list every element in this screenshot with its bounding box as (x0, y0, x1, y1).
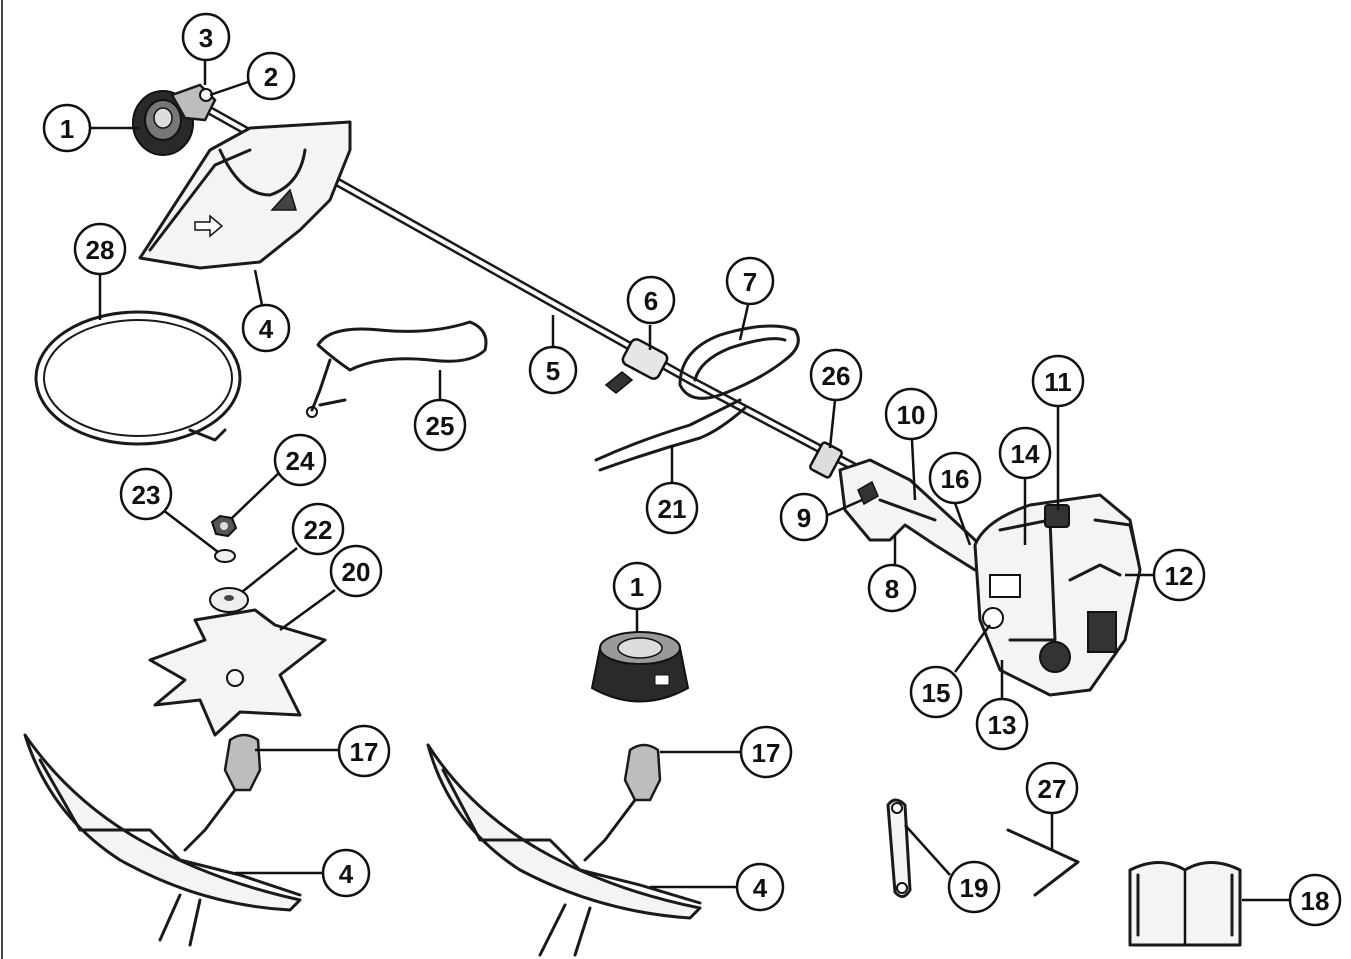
svg-text:4: 4 (339, 859, 354, 889)
svg-text:22: 22 (304, 515, 333, 545)
svg-text:24: 24 (286, 446, 315, 476)
callout-5: 5 (528, 345, 578, 395)
svg-text:14: 14 (1011, 439, 1040, 469)
svg-text:19: 19 (960, 873, 989, 903)
guard-assembly-center (426, 743, 702, 957)
loop-handle (594, 324, 800, 472)
svg-text:27: 27 (1038, 774, 1067, 804)
callout-8: 8 (867, 563, 917, 613)
svg-text:17: 17 (350, 737, 379, 767)
svg-text:2: 2 (264, 62, 278, 92)
callout-23: 23 (119, 467, 173, 521)
spanner-wrench (886, 798, 912, 898)
callout-4-top: 4 (241, 303, 291, 353)
hex-key (1006, 828, 1080, 897)
callout-26: 26 (809, 348, 863, 402)
washer (214, 549, 236, 563)
callout-17-left: 17 (337, 724, 391, 778)
callout-28: 28 (73, 222, 127, 276)
svg-text:7: 7 (743, 267, 757, 297)
callout-13: 13 (975, 697, 1029, 751)
svg-text:11: 11 (1044, 367, 1072, 397)
svg-text:10: 10 (897, 400, 926, 430)
svg-text:21: 21 (658, 494, 687, 524)
svg-text:6: 6 (644, 286, 658, 316)
nut (210, 514, 238, 538)
callout-19: 19 (947, 860, 1001, 914)
handle-clamp (604, 338, 669, 394)
trimmer-head-spare (590, 631, 690, 703)
leader-lines (90, 60, 1292, 902)
guard-ring (34, 310, 242, 446)
svg-text:1: 1 (630, 572, 644, 602)
callout-4-left: 4 (321, 848, 371, 898)
manual-book (1128, 861, 1242, 947)
svg-text:17: 17 (752, 738, 781, 768)
engine (973, 493, 1142, 697)
guard-top (138, 120, 352, 270)
svg-text:20: 20 (342, 557, 371, 587)
svg-text:13: 13 (988, 710, 1017, 740)
svg-text:12: 12 (1165, 561, 1194, 591)
guard-assembly-left (23, 733, 302, 947)
callout-3: 3 (181, 12, 231, 62)
callout-6: 6 (626, 275, 676, 325)
callout-24: 24 (273, 433, 327, 487)
svg-text:18: 18 (1301, 886, 1330, 916)
callout-17-center: 17 (739, 725, 793, 779)
callout-12: 12 (1152, 548, 1206, 602)
callout-4-center: 4 (735, 862, 785, 912)
svg-text:25: 25 (426, 411, 455, 441)
drive-shaft (195, 100, 865, 475)
shoulder-strap (306, 320, 488, 418)
callout-1-center: 1 (612, 561, 662, 611)
svg-text:23: 23 (132, 480, 161, 510)
svg-text:5: 5 (546, 356, 560, 386)
svg-text:4: 4 (753, 873, 768, 903)
callout-2: 2 (246, 51, 296, 101)
callout-14: 14 (998, 426, 1052, 480)
callout-11: 11 (1031, 354, 1085, 408)
callout-16: 16 (928, 451, 982, 505)
svg-text:9: 9 (797, 503, 811, 533)
svg-text:16: 16 (941, 464, 970, 494)
callout-10: 10 (884, 387, 938, 441)
callout-20: 20 (329, 544, 383, 598)
svg-text:8: 8 (885, 574, 899, 604)
svg-text:28: 28 (86, 235, 115, 265)
callout-15: 15 (909, 665, 963, 719)
callout-9: 9 (779, 492, 829, 542)
svg-text:15: 15 (922, 678, 951, 708)
svg-text:3: 3 (199, 23, 213, 53)
callout-1-top: 1 (42, 103, 92, 153)
callout-18: 18 (1288, 873, 1342, 927)
gear-head-top (170, 83, 217, 122)
svg-text:26: 26 (822, 361, 851, 391)
callout-21: 21 (645, 481, 699, 535)
callout-27: 27 (1025, 761, 1079, 815)
flange (209, 587, 249, 613)
callout-22: 22 (291, 502, 345, 556)
callout-7: 7 (725, 256, 775, 306)
callout-25: 25 (413, 398, 467, 452)
cutting-blade (148, 608, 327, 737)
svg-text:4: 4 (259, 314, 274, 344)
svg-text:1: 1 (60, 114, 74, 144)
rear-handle (809, 441, 992, 572)
